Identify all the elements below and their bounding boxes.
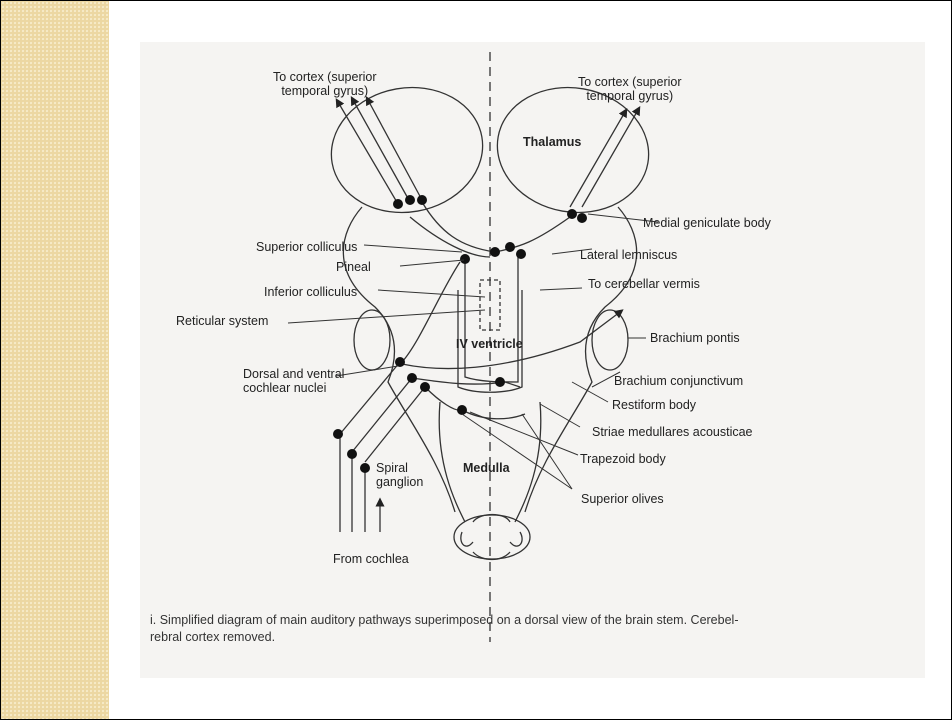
label-medulla: Medulla: [463, 461, 510, 475]
label-lateral-lemniscus: Lateral lemniscus: [580, 248, 677, 262]
label-inferior-colliculus: Inferior colliculus: [264, 285, 357, 299]
label-trapezoid-body: Trapezoid body: [580, 452, 666, 466]
label-from-cochlea: From cochlea: [333, 552, 409, 566]
label-to-cerebellar-vermis: To cerebellar vermis: [588, 277, 700, 291]
label-striae-medullares: Striae medullares acousticae: [592, 425, 753, 439]
label-brachium-pontis: Brachium pontis: [650, 331, 740, 345]
label-pineal: Pineal: [336, 260, 371, 274]
left-pathway-2: [353, 100, 410, 202]
label-medial-geniculate-body: Medial geniculate body: [643, 216, 771, 230]
right-pathway-1: [570, 112, 625, 207]
right-pathway-2: [582, 110, 638, 207]
label-brachium-conjunctivum: Brachium conjunctivum: [614, 374, 743, 388]
label-restiform-body: Restiform body: [612, 398, 696, 412]
left-brachium-pontis: [354, 310, 390, 370]
label-cochlear-nuclei: Dorsal and ventral cochlear nuclei: [243, 367, 344, 395]
label-iv-ventricle: IV ventricle: [456, 337, 523, 351]
label-cortex-right: To cortex (superior temporal gyrus): [578, 75, 682, 103]
label-superior-colliculus: Superior colliculus: [256, 240, 357, 254]
neuron-cell-bodies: [333, 195, 587, 473]
label-superior-olives: Superior olives: [581, 492, 664, 506]
label-thalamus: Thalamus: [523, 135, 581, 149]
decorative-side-strip: [1, 1, 109, 719]
left-pathway-1: [338, 102, 398, 204]
figure-caption: i. Simplified diagram of main auditory p…: [150, 612, 910, 646]
label-spiral-ganglion: Spiral ganglion: [376, 461, 423, 489]
label-cortex-left: To cortex (superior temporal gyrus): [273, 70, 377, 98]
left-pathway-3: [368, 100, 422, 200]
spinal-cord-section: [454, 515, 530, 559]
label-reticular-system: Reticular system: [176, 314, 268, 328]
